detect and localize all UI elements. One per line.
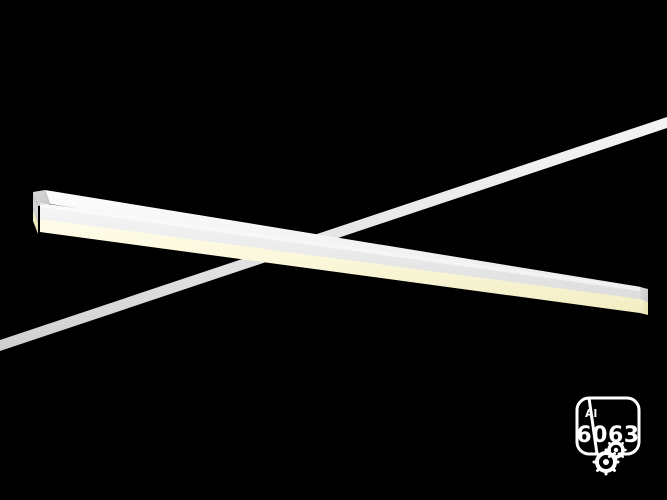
material-badge-graphic: Al 6063 bbox=[575, 396, 641, 476]
badge-element-symbol: Al bbox=[585, 407, 597, 420]
body-highlight bbox=[40, 203, 640, 291]
badge-outline bbox=[575, 396, 641, 456]
endcap-left-face bbox=[33, 192, 38, 222]
endcap-right-diffuser bbox=[640, 299, 648, 315]
endcap-right-face bbox=[640, 287, 648, 302]
badge-alloy-code: 6063 bbox=[576, 423, 639, 448]
material-badge[interactable]: Al 6063 bbox=[575, 392, 655, 484]
luminaire-diffuser bbox=[40, 219, 640, 313]
endcap-left-top bbox=[33, 190, 50, 206]
gear-small-icon bbox=[605, 439, 627, 461]
endcap-left-diffuser bbox=[33, 209, 38, 234]
suspension-rod bbox=[0, 117, 667, 351]
gear-large-icon bbox=[592, 448, 620, 476]
